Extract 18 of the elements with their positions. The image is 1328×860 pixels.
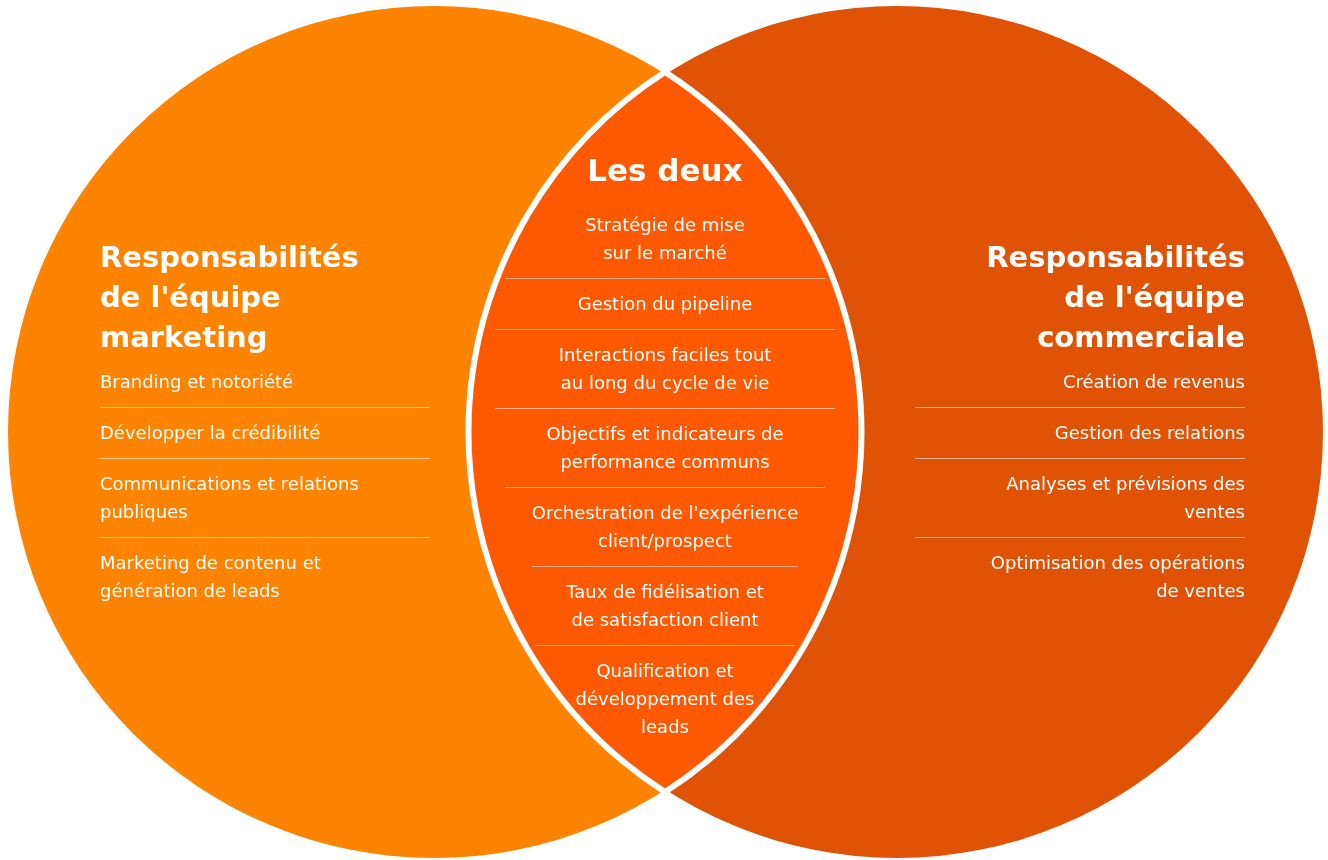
section-heading: Responsabilités de l'équipe commerciale <box>985 239 1245 356</box>
list-item: Création de revenus <box>1062 370 1245 394</box>
list-item: Gestion des relations <box>1054 421 1245 445</box>
list-item: Branding et notoriété <box>100 370 294 394</box>
list-item: Interactions faciles tout au long du cycle de vie <box>557 343 773 395</box>
list-item: Gestion du pipeline <box>577 292 753 316</box>
list-item: Communications et relations publiques <box>100 472 360 524</box>
list-item: Taux de fidélisation et de satisfaction client <box>565 580 765 632</box>
section-heading: Responsabilités de l'équipe marketing <box>100 239 360 356</box>
list-item: Analyses et prévisions des ventes <box>1005 472 1245 524</box>
list-item: Orchestration de l'expérience client/prospect <box>530 501 800 553</box>
list-item: Développer la crédibilité <box>100 421 321 445</box>
list-item: Objectifs et indicateurs de performance communs <box>545 422 785 474</box>
section-heading: Les deux <box>587 151 743 190</box>
list-item: Optimisation des opérations de ventes <box>989 551 1245 603</box>
list-item: Marketing de contenu et génération de leads <box>100 551 322 603</box>
list-item: Stratégie de mise sur le marché <box>584 213 746 265</box>
list-item: Qualification et développement des leads <box>575 659 755 739</box>
